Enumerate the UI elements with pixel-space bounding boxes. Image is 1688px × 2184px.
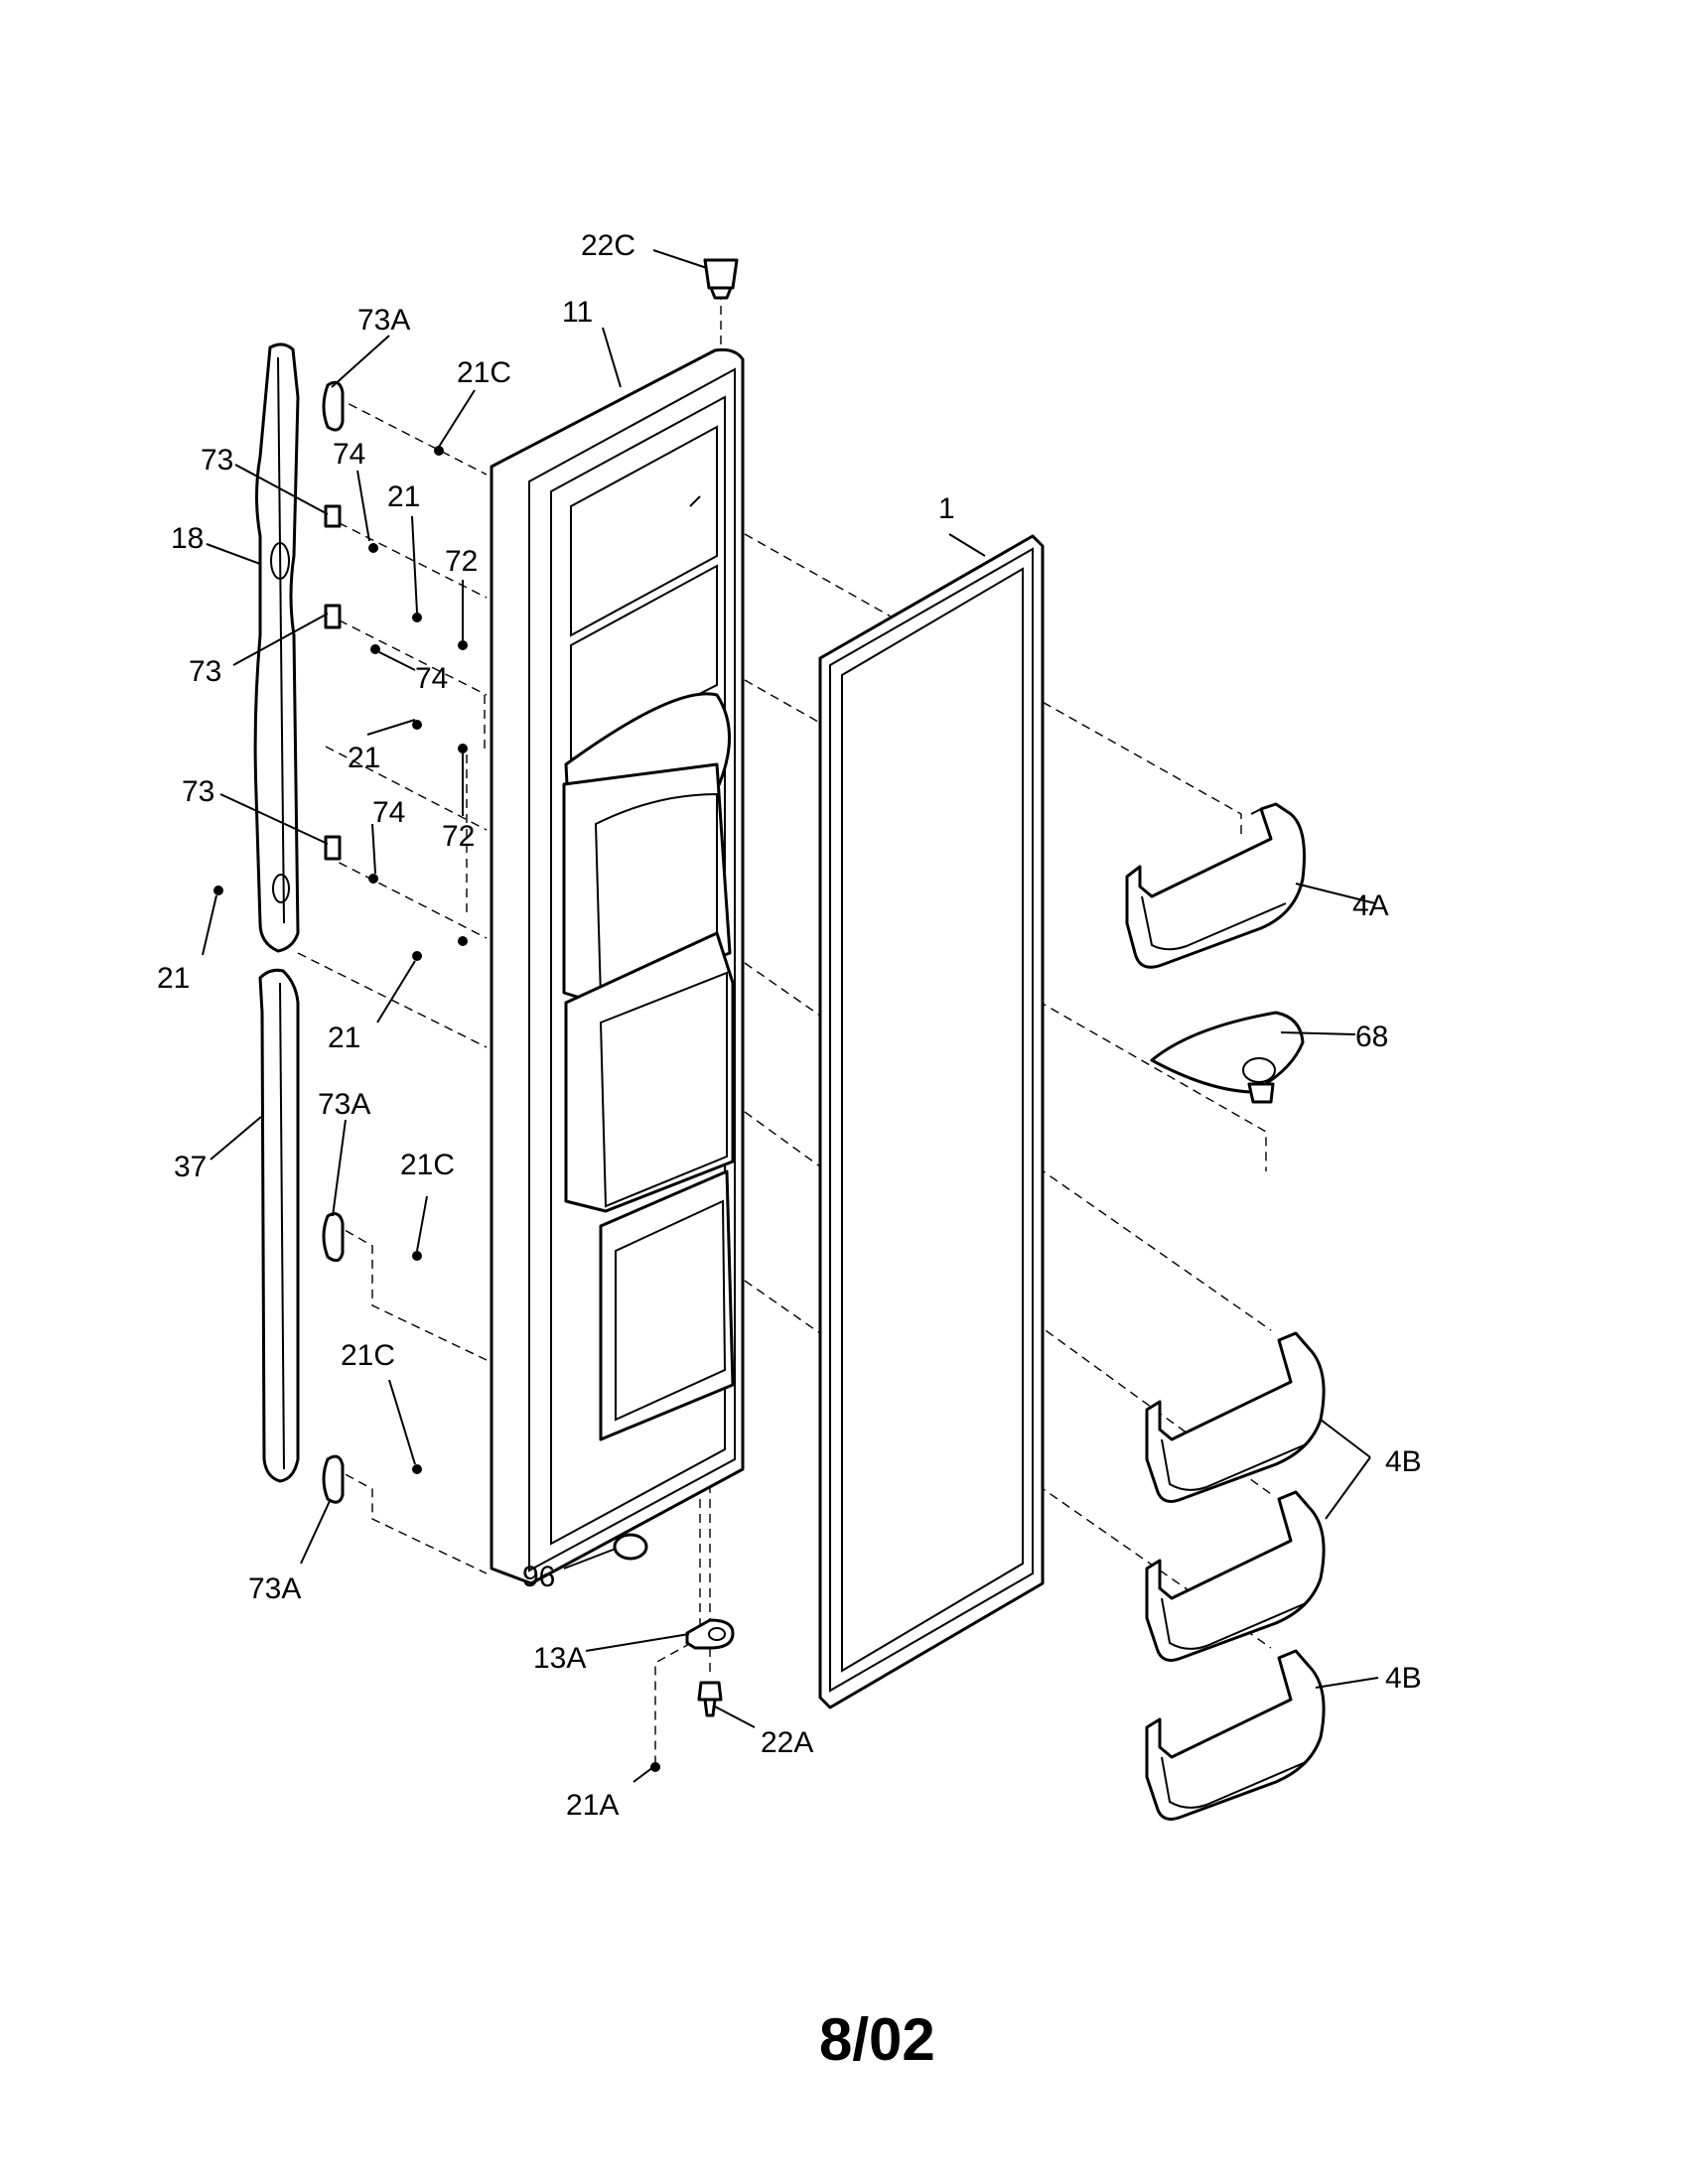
callout-4B-a: 4B: [1385, 1445, 1422, 1478]
callout-68: 68: [1355, 1021, 1388, 1053]
callout-74-b: 74: [415, 662, 448, 695]
gasket-1: [818, 534, 1045, 1709]
callout-21C-mid: 21C: [400, 1149, 455, 1181]
alignment-lines: [297, 276, 1272, 1762]
callout-21-c: 21: [157, 962, 190, 995]
upper-handle-18: [253, 342, 300, 953]
clip-73-b: [324, 604, 342, 629]
clips: [322, 380, 345, 1504]
callout-21C-top: 21C: [457, 356, 511, 389]
callout-73A-mid: 73A: [318, 1088, 370, 1121]
callout-73-b: 73: [189, 655, 221, 688]
bottom-hardware: [613, 1533, 735, 1717]
callout-21-d: 21: [328, 1022, 360, 1054]
callout-4B-b: 4B: [1385, 1662, 1422, 1695]
door-bin-4B-c: [1145, 1649, 1326, 1821]
callout-37: 37: [174, 1151, 207, 1183]
callout-18: 18: [171, 522, 204, 555]
hinge-pin-22A: [697, 1681, 723, 1702]
callout-74-c: 74: [372, 796, 405, 829]
callout-21-b: 21: [348, 742, 380, 774]
clip-73-c: [324, 835, 342, 861]
callout-74-a: 74: [333, 438, 365, 471]
callout-96: 96: [522, 1561, 555, 1593]
callout-11: 11: [562, 296, 593, 329]
door-bin-4B-b: [1145, 1490, 1326, 1662]
egg-tray-68: [1150, 1011, 1305, 1104]
callout-72-a: 72: [445, 545, 478, 578]
clip-73A-low: [322, 1454, 345, 1504]
plug-96: [613, 1533, 648, 1561]
callout-4A: 4A: [1352, 889, 1389, 922]
clip-73A-mid: [322, 1212, 345, 1263]
callout-73-c: 73: [182, 775, 214, 808]
door-bin-4B-a: [1145, 1331, 1326, 1503]
callout-22C: 22C: [581, 229, 635, 262]
lower-handle-37: [258, 968, 300, 1483]
callout-73A-top: 73A: [357, 304, 410, 337]
callout-73A-low: 73A: [248, 1572, 301, 1605]
door-bin-4A: [1125, 802, 1306, 969]
callout-labels: 22C 11 73A 21C 73 74 21 72 18 73 74 21 7…: [157, 229, 1422, 1822]
clip-73-a: [324, 504, 342, 528]
screws: [213, 446, 660, 1772]
date-code: 8/02: [819, 2006, 935, 2073]
leader-lines: [202, 249, 1379, 1783]
callout-21A: 21A: [566, 1789, 619, 1822]
callout-13A: 13A: [533, 1642, 586, 1675]
top-hinge-pin-22C: [703, 258, 739, 300]
callout-73-a: 73: [201, 444, 233, 477]
callout-21-a: 21: [387, 480, 420, 513]
clip-73A-top: [322, 380, 345, 432]
callout-21C-low: 21C: [341, 1339, 395, 1372]
callout-1: 1: [938, 492, 955, 525]
door-11: [490, 347, 745, 1585]
callout-22A: 22A: [761, 1726, 813, 1759]
callout-72-b: 72: [442, 820, 475, 853]
